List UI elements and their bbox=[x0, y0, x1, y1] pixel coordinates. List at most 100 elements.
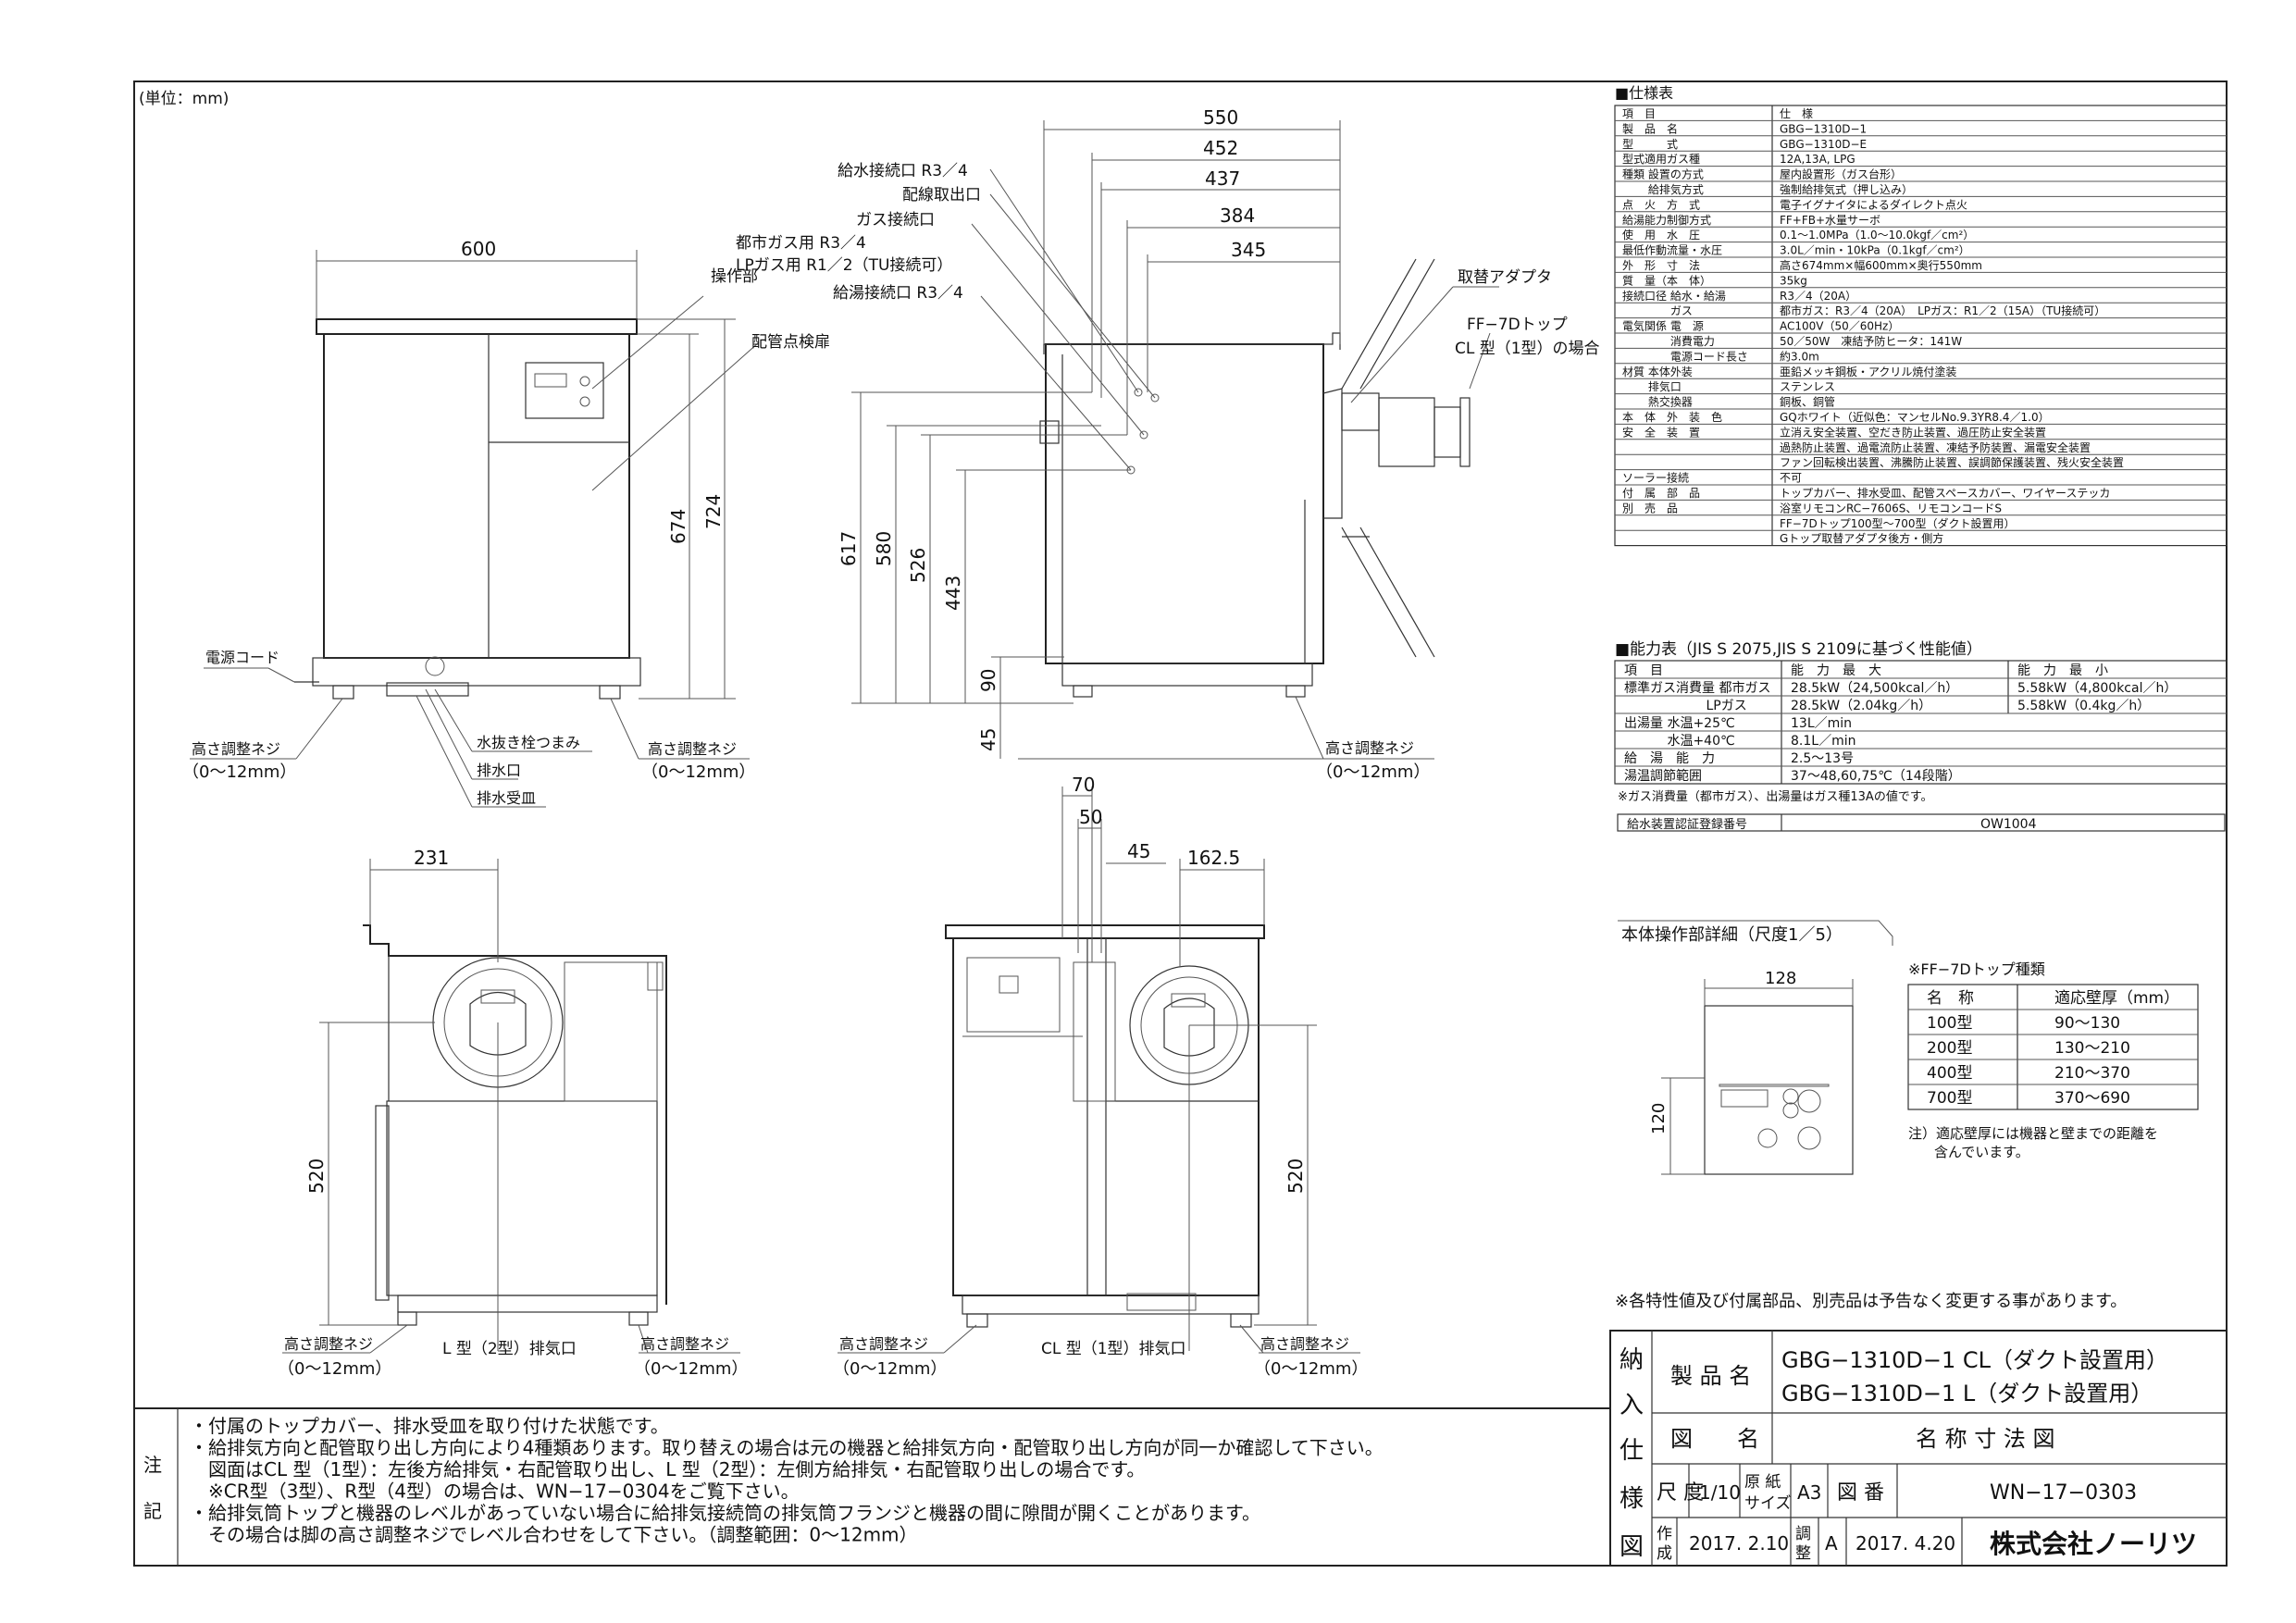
rear-left-label-adjust-left-range: （0～12mm） bbox=[278, 1359, 391, 1379]
side-label-water-in: 給水接続口 R3／4 bbox=[838, 162, 968, 180]
spec-item: 消費電力 bbox=[1622, 334, 1715, 348]
spec-value: 仕 様 bbox=[1780, 107, 1813, 120]
spec-item: 電源コード長さ bbox=[1622, 350, 1748, 363]
spec-value: Gトップ取替アダプタ後方・側方 bbox=[1780, 531, 1943, 545]
front-height-674: 674 bbox=[667, 509, 689, 544]
rear-right-label-adjust-right: 高さ調整ネジ bbox=[1260, 1335, 1349, 1353]
spec-value: GBG−1310D−1 bbox=[1780, 122, 1867, 135]
notes-side-label-1: 注 bbox=[143, 1454, 162, 1476]
capacity-cell: 28.5kW（2.04kg／h） bbox=[1791, 699, 1931, 713]
note-line: その場合は脚の高さ調整ネジでレベル合わせをして下さい。（調整範囲：0〜12mm） bbox=[208, 1524, 918, 1546]
ff7d-cell: 370〜690 bbox=[2054, 1089, 2130, 1108]
rear-left-view: 231 520 L 型（2型）排気口 高さ調整ネジ （0～12mm） 高さ調整ネ… bbox=[278, 847, 748, 1379]
title-side-4: 様 bbox=[1620, 1485, 1644, 1513]
ff7d-row: 200型 130〜210 bbox=[1927, 1039, 2130, 1058]
ff7d-cell: 130〜210 bbox=[2054, 1039, 2130, 1058]
rear-right-label-adjust-left: 高さ調整ネジ bbox=[839, 1335, 928, 1353]
spec-value: 屋内設置形（ガス台形） bbox=[1780, 167, 1902, 181]
number-label: 図 番 bbox=[1837, 1481, 1884, 1505]
spec-value: 0.1〜1.0MPa（1.0〜10.0kgf／cm²） bbox=[1780, 229, 1974, 242]
side-dim-550: 550 bbox=[1203, 106, 1238, 129]
paper-label: 原 紙 bbox=[1744, 1473, 1781, 1492]
spec-row: 安 全 装 置立消え安全装置、空だき防止装置、過圧防止安全装置 bbox=[1622, 425, 2046, 439]
spec-value: 電子イグナイタによるダイレクト点火 bbox=[1780, 197, 1967, 211]
ff7d-title: ※FF−7Dトップ種類 bbox=[1908, 960, 2045, 978]
title-side-3: 仕 bbox=[1620, 1437, 1644, 1465]
rear-right-dim-1625: 162.5 bbox=[1187, 847, 1240, 869]
capacity-table: ■能力表（JIS S 2075,JIS S 2109に基づく性能値） 項 目能 … bbox=[1614, 640, 2228, 832]
title-side-5: 図 bbox=[1620, 1533, 1644, 1561]
spec-item: 外 形 寸 法 bbox=[1622, 259, 1700, 272]
spec-item: 項 目 bbox=[1622, 107, 1656, 120]
rear-left-label-adjust-left: 高さ調整ネジ bbox=[284, 1335, 373, 1353]
spec-row: 種類 設置の方式 屋内設置形（ガス台形） bbox=[1622, 167, 1902, 181]
spec-item: 種類 設置の方式 bbox=[1622, 167, 1704, 181]
spec-value: 不可 bbox=[1780, 472, 1802, 485]
capacity-title: ■能力表（JIS S 2075,JIS S 2109に基づく性能値） bbox=[1615, 640, 1982, 659]
notes-block: 注 記 ・付属のトップカバー、排水受皿を取り付けた状態です。・給排気方向と配管取… bbox=[133, 1407, 1611, 1567]
side-label-gas: ガス接続口 bbox=[856, 211, 935, 229]
spec-value: 約3.0m bbox=[1780, 349, 1819, 363]
front-label-drain-knob: 水抜き栓つまみ bbox=[477, 734, 580, 751]
ff7d-note1: 注）適応壁厚には機器と壁までの距離を bbox=[1908, 1125, 2158, 1142]
capacity-note: ※ガス消費量（都市ガス）、出湯量はガス種13Aの値です。 bbox=[1618, 789, 1933, 804]
capacity-cell: 標準ガス消費量 都市ガス bbox=[1624, 680, 1770, 696]
ff7d-cell: 100型 bbox=[1927, 1014, 1972, 1033]
spec-row: 付 属 部 品トップカバー、排水受皿、配管スペースカバー、ワイヤーステッカ bbox=[1622, 486, 2110, 500]
spec-value: 50／50W 凍結予防ヒータ：141W bbox=[1780, 334, 1962, 348]
spec-item: 製 品 名 bbox=[1622, 121, 1678, 135]
capacity-cell: 給 湯 能 力 bbox=[1624, 750, 1715, 766]
spec-row: 接続口径 給水・給湯 R3／4（20A） bbox=[1622, 289, 1856, 303]
capacity-header-row: 項 目能 力 最 大能 力 最 小 bbox=[1624, 663, 2108, 678]
spec-row: ソーラー接続不可 bbox=[1622, 471, 1802, 485]
notes-side-label-2: 記 bbox=[143, 1500, 162, 1522]
capacity-row: 給 湯 能 力 2.5〜13号 bbox=[1624, 750, 1854, 766]
capacity-cell: 能 力 最 大 bbox=[1791, 663, 1881, 678]
side-label-gas-city: 都市ガス用 R3／4 bbox=[736, 234, 866, 253]
front-label-power-cord: 電源コード bbox=[205, 649, 279, 666]
made-date: 2017. 2.10 bbox=[1689, 1532, 1789, 1555]
side-label-wiring: 配線取出口 bbox=[902, 186, 981, 204]
capacity-cell: 37〜48,60,75℃（14段階） bbox=[1791, 769, 1961, 784]
spec-header-row: 項 目仕 様 bbox=[1622, 107, 1813, 120]
spec-value: 35kg bbox=[1780, 274, 1807, 287]
spec-value: R3／4（20A） bbox=[1780, 290, 1856, 303]
ff7d-cell: 200型 bbox=[1927, 1039, 1972, 1058]
spec-value: 亜鉛メッキ鋼板・アクリル焼付塗装 bbox=[1780, 365, 1956, 378]
capacity-cell: 2.5〜13号 bbox=[1791, 751, 1854, 766]
spec-item: 排気口 bbox=[1622, 379, 1682, 393]
side-dim-45: 45 bbox=[977, 728, 999, 751]
product-label: 製 品 名 bbox=[1670, 1363, 1751, 1389]
spec-item: 給排気方式 bbox=[1622, 182, 1704, 196]
spec-row: 熱交換器銅板、銅管 bbox=[1622, 395, 1835, 409]
front-width-dim: 600 bbox=[461, 238, 496, 260]
side-label-gas-lp: LPガス用 R1／2（TU接続可） bbox=[736, 256, 952, 275]
spec-row: 排気口ステンレス bbox=[1622, 379, 1835, 393]
scale-value: 1/10 bbox=[1699, 1481, 1741, 1504]
spec-item: 最低作動流量・水圧 bbox=[1622, 244, 1722, 257]
rear-left-label-exhaust: L 型（2型）排気口 bbox=[442, 1340, 577, 1358]
spec-item: 接続口径 給水・給湯 bbox=[1622, 289, 1726, 303]
spec-value: ファン回転検出装置、沸騰防止装置、誤調節保護装置、残火安全装置 bbox=[1780, 455, 2124, 469]
panel-detail-title: 本体操作部詳細（尺度1／5） bbox=[1621, 925, 1843, 945]
ff7d-cell: 名 称 bbox=[1927, 989, 1974, 1008]
spec-row: 消費電力 50／50W 凍結予防ヒータ：141W bbox=[1622, 334, 1962, 348]
capacity-cell: 8.1L／min bbox=[1791, 734, 1855, 749]
disclaimer: ※各特性値及び付属部品、別売品は予告なく変更する事があります。 bbox=[1615, 1292, 2127, 1311]
front-label-adjust-left-range: （0～12mm） bbox=[182, 762, 296, 782]
rear-right-label-adjust-right-range: （0～12mm） bbox=[1254, 1359, 1368, 1379]
revised-date: 2017. 4.20 bbox=[1855, 1532, 1955, 1555]
capacity-cell: 出湯量 水温+25℃ bbox=[1624, 715, 1735, 731]
side-dim-617: 617 bbox=[838, 531, 860, 566]
spec-item: 熱交換器 bbox=[1622, 395, 1693, 409]
spec-value: 過熱防止装置、過電流防止装置、凍結予防装置、漏電安全装置 bbox=[1780, 440, 2091, 454]
